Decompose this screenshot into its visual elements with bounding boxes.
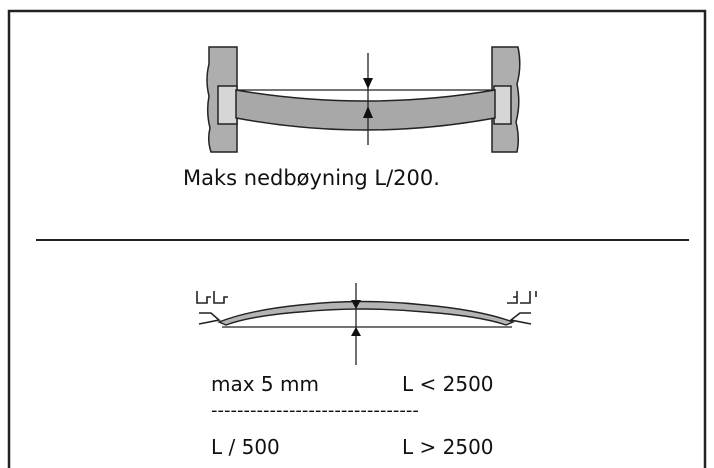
- curved-profile: [217, 300, 515, 326]
- right-support: [493, 85, 512, 125]
- left-support: [217, 85, 238, 125]
- dashed-separator: --------------------------------: [211, 400, 419, 421]
- down-arrow-icon: [363, 78, 373, 89]
- profile-on-rails-illustration: [196, 283, 537, 365]
- row1-condition: max 5 mm: [211, 372, 319, 396]
- row2-range: L > 2500: [402, 435, 494, 459]
- right-rail-bracket: [507, 291, 537, 304]
- outer-border: [7, 9, 707, 468]
- beam-between-walls-illustration: [206, 46, 521, 153]
- row1-range: L < 2500: [402, 372, 494, 396]
- top-caption: Maks nedbøyning L/200.: [183, 166, 440, 190]
- left-rail-bracket: [196, 291, 228, 304]
- profile-down-arrow-icon: [351, 300, 361, 309]
- right-rail-foot: [509, 312, 532, 325]
- deflected-beam: [235, 89, 496, 131]
- profile-up-arrow-icon: [351, 327, 361, 336]
- row2-condition: L / 500: [211, 435, 280, 459]
- up-arrow-icon: [363, 106, 373, 118]
- left-rail-foot: [198, 312, 221, 325]
